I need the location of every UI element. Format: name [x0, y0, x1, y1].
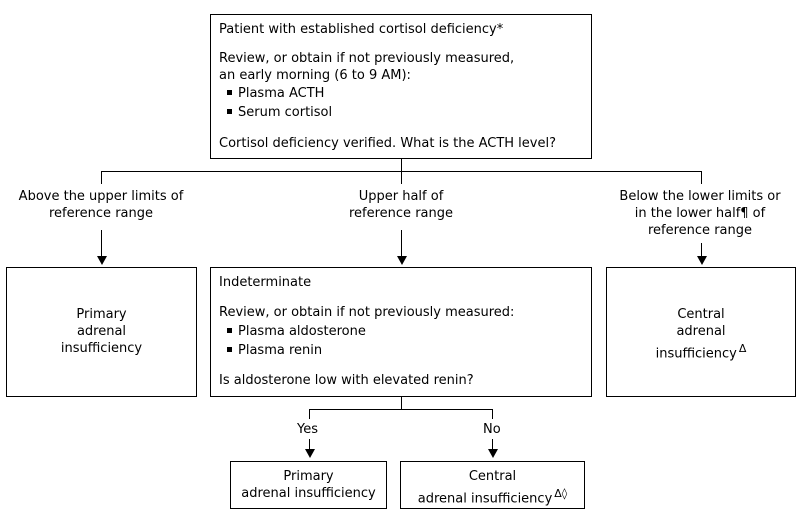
primary-adrenal-line3: insufficiency — [60, 341, 143, 356]
branch-right-line3: reference range — [647, 223, 752, 238]
branch-middle-line1: Upper half of — [358, 189, 444, 204]
yes-label: Yes — [297, 422, 318, 437]
branch-left-label: Above the upper limits of reference rang… — [0, 188, 202, 222]
connector-top-down — [401, 159, 402, 171]
top-box-bullet-1: Plasma ACTH — [225, 85, 324, 102]
primary-adrenal-box: Primary adrenal insufficiency — [6, 267, 197, 397]
bullet-icon — [227, 90, 232, 95]
yes-primary-line2: adrenal insufficiency — [241, 486, 376, 501]
indeterminate-question: Is aldosterone low with elevated renin? — [219, 373, 474, 388]
primary-adrenal-text: Primary adrenal insufficiency — [7, 306, 196, 357]
arrow-no-shaft — [492, 439, 493, 449]
arrow-yes-shaft — [309, 439, 310, 449]
branch-right-line1: Below the lower limits or — [619, 189, 781, 204]
connector-yes-drop — [309, 409, 310, 419]
branch-left-line1: Above the upper limits of — [18, 189, 184, 204]
connector-right-drop — [701, 171, 702, 184]
arrow-right-shaft — [701, 243, 702, 256]
central-adrenal-line3-text: insufficiency — [655, 346, 737, 362]
central-adrenal-line1: Central — [677, 307, 725, 322]
arrow-middle-shaft — [401, 230, 402, 256]
connector-mid-down — [401, 397, 402, 409]
bullet-icon — [227, 347, 232, 352]
no-central-line2-text: adrenal insufficiency — [417, 491, 553, 507]
top-box-question: Cortisol deficiency verified. What is th… — [219, 136, 556, 151]
top-box: Patient with established cortisol defici… — [210, 14, 592, 159]
indeterminate-box: Indeterminate Review, or obtain if not p… — [210, 267, 592, 397]
yes-primary-box: Primary adrenal insufficiency — [230, 461, 387, 509]
branch-right-label: Below the lower limits or in the lower h… — [600, 188, 800, 239]
delta-diamond-mark: Δ◊ — [554, 487, 568, 500]
bullet-icon — [227, 328, 232, 333]
top-box-title: Patient with established cortisol defici… — [219, 22, 504, 37]
bullet-icon — [227, 109, 232, 114]
bullet-text: Plasma renin — [238, 343, 323, 358]
central-adrenal-line2: adrenal — [676, 324, 726, 339]
branch-middle-line2: reference range — [348, 206, 453, 221]
arrow-left-shaft — [101, 230, 102, 256]
arrow-no-head — [488, 449, 498, 458]
connector-mid-horizontal — [309, 409, 493, 410]
no-central-line1: Central — [468, 469, 517, 484]
bullet-text: Plasma ACTH — [238, 86, 325, 101]
connector-no-drop — [492, 409, 493, 419]
primary-adrenal-line1: Primary — [76, 307, 127, 322]
primary-adrenal-line2: adrenal — [76, 324, 127, 339]
arrow-right-head — [697, 256, 707, 265]
bullet-text: Plasma aldosterone — [238, 324, 366, 339]
arrow-left-head — [97, 256, 107, 265]
yes-primary-line1: Primary — [283, 469, 334, 484]
connector-left-drop — [101, 171, 102, 184]
indeterminate-title: Indeterminate — [219, 275, 312, 290]
top-box-review-line1: Review, or obtain if not previously meas… — [219, 51, 515, 66]
branch-middle-label: Upper half of reference range — [301, 188, 501, 222]
indeterminate-bullet-2: Plasma renin — [225, 342, 322, 359]
bullet-text: Serum cortisol — [238, 105, 333, 120]
indeterminate-review: Review, or obtain if not previously meas… — [219, 305, 515, 320]
connector-middle-drop — [401, 171, 402, 184]
indeterminate-bullet-1: Plasma aldosterone — [225, 323, 366, 340]
top-box-bullet-2: Serum cortisol — [225, 104, 332, 121]
delta-mark: Δ — [738, 342, 747, 355]
arrow-yes-head — [305, 449, 315, 458]
arrow-middle-head — [397, 256, 407, 265]
yes-primary-text: Primary adrenal insufficiency — [231, 468, 386, 502]
branch-left-line2: reference range — [48, 206, 153, 221]
top-box-review-line2: an early morning (6 to 9 AM): — [219, 68, 411, 83]
branch-right-line2: in the lower half¶ of — [634, 206, 766, 221]
no-label: No — [483, 422, 501, 437]
